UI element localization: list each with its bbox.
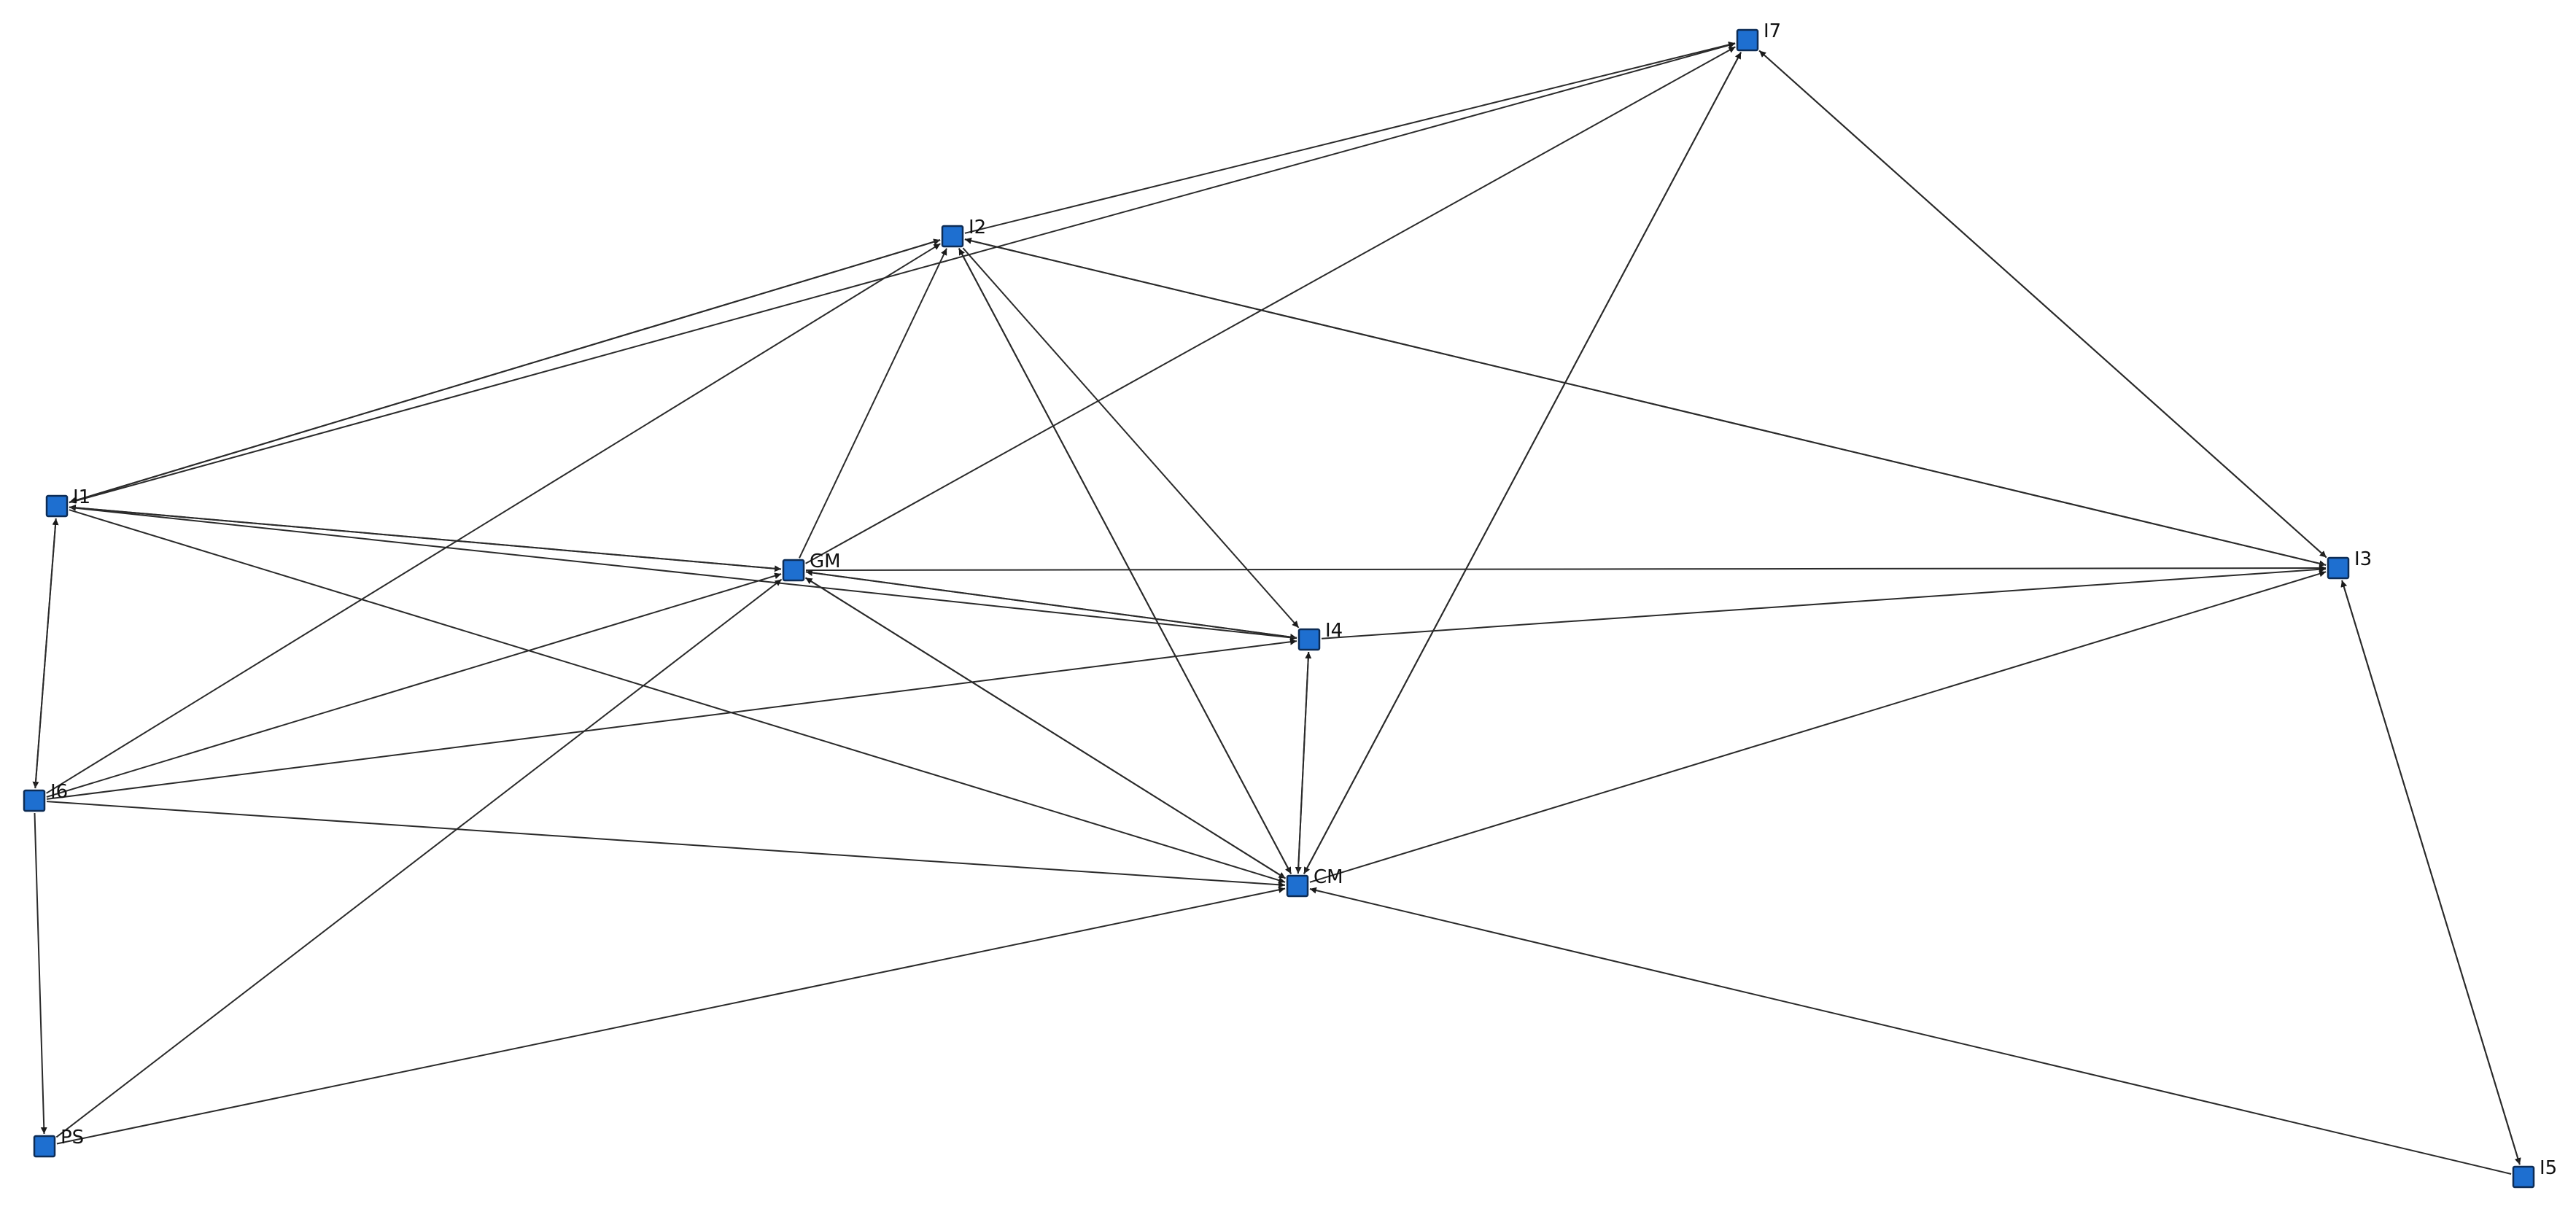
edge-i5-to-cm xyxy=(1309,887,2512,1175)
node-i4[interactable]: I4 xyxy=(1297,620,1343,651)
node-square-icon[interactable] xyxy=(2512,1165,2535,1189)
node-label: I2 xyxy=(969,217,986,238)
edge-i1-to-cm xyxy=(69,509,1286,884)
edge-i6-to-i4 xyxy=(46,638,1297,800)
edges-layer xyxy=(32,41,2521,1175)
edge-gm-to-i1 xyxy=(69,504,782,570)
node-square-icon[interactable] xyxy=(941,225,964,248)
edge-i2-to-i4 xyxy=(962,247,1300,629)
node-square-icon[interactable] xyxy=(782,559,805,582)
node-label: I1 xyxy=(73,486,90,508)
edge-gm-to-i7 xyxy=(805,46,1736,564)
node-i6[interactable]: I6 xyxy=(23,781,68,812)
edge-gm-to-i3 xyxy=(805,564,2327,572)
node-label: I6 xyxy=(50,781,68,803)
edge-ps-to-gm xyxy=(55,578,783,1138)
edge-i3-to-i7 xyxy=(1758,50,2327,559)
edge-cm-to-i4 xyxy=(1297,651,1312,874)
edge-cm-to-i7 xyxy=(1303,52,1742,874)
node-square-icon[interactable] xyxy=(1736,28,1759,52)
edge-i3-to-i2 xyxy=(964,237,2327,566)
edge-ps-to-cm xyxy=(56,886,1286,1145)
node-square-icon[interactable] xyxy=(23,789,46,812)
node-ps[interactable]: PS xyxy=(33,1127,84,1158)
node-label: PS xyxy=(61,1127,84,1148)
edge-i1-to-i4 xyxy=(69,506,1297,641)
node-label: I5 xyxy=(2540,1157,2557,1179)
node-label: CM xyxy=(1314,866,1343,888)
edge-cm-to-i2 xyxy=(958,248,1292,874)
node-square-icon[interactable] xyxy=(33,1135,56,1158)
edge-i6-to-i1 xyxy=(34,518,59,789)
node-i1[interactable]: I1 xyxy=(45,486,90,518)
edge-i2-to-i7 xyxy=(964,41,1736,234)
edge-cm-to-i3 xyxy=(1309,570,2327,883)
node-square-icon[interactable] xyxy=(1297,628,1321,651)
node-gm[interactable]: GM xyxy=(782,551,841,582)
node-label: I4 xyxy=(1325,620,1343,642)
node-i7[interactable]: I7 xyxy=(1736,20,1781,52)
edge-i4-to-i3 xyxy=(1321,566,2327,640)
node-i3[interactable]: I3 xyxy=(2327,548,2372,580)
node-label: GM xyxy=(810,551,841,572)
edge-i6-to-i2 xyxy=(46,243,941,794)
edge-i2-to-i1 xyxy=(69,239,941,504)
node-i2[interactable]: I2 xyxy=(941,217,986,248)
node-square-icon[interactable] xyxy=(1286,874,1309,898)
edge-i5-to-i3 xyxy=(2340,580,2521,1165)
edge-i6-to-cm xyxy=(46,801,1286,888)
node-label: I7 xyxy=(1764,20,1781,42)
node-i5[interactable]: I5 xyxy=(2512,1157,2557,1189)
node-square-icon[interactable] xyxy=(2327,556,2350,580)
node-label: I3 xyxy=(2354,548,2372,570)
node-cm[interactable]: CM xyxy=(1286,866,1343,898)
edge-gm-to-i2 xyxy=(799,248,947,559)
edge-i4-to-gm xyxy=(805,569,1297,639)
edge-i6-to-ps xyxy=(34,812,47,1135)
edge-i6-to-gm xyxy=(46,572,782,798)
edge-i1-to-i7 xyxy=(69,42,1736,504)
edge-cm-to-gm xyxy=(804,577,1287,879)
node-square-icon[interactable] xyxy=(45,494,69,518)
